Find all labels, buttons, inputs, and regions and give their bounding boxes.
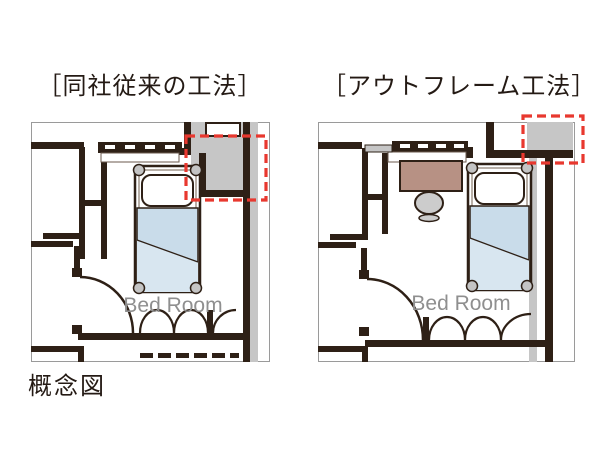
desk-chair xyxy=(414,191,444,223)
room-label: Bed Room xyxy=(123,294,222,317)
floor-plan-outframe: Bed Room xyxy=(318,114,585,362)
walls-group xyxy=(31,122,250,362)
walls-group xyxy=(318,122,573,362)
window-wall xyxy=(392,141,468,152)
pillow xyxy=(141,174,194,207)
closet-folding-doors xyxy=(138,308,237,334)
window-dashes xyxy=(400,144,464,148)
bed-posts xyxy=(465,161,534,293)
bed-posts xyxy=(132,163,203,295)
window-sill xyxy=(100,152,180,163)
outer-wall-strip xyxy=(529,156,537,362)
panel-title-conventional: ［同社従来の工法］ xyxy=(37,73,263,100)
column-highlight-box xyxy=(521,114,585,165)
right-outer-wall xyxy=(243,122,250,362)
concrete-column-outside xyxy=(527,122,573,362)
window-dashes xyxy=(105,145,175,149)
column-highlight-box xyxy=(184,134,268,202)
door-hinge xyxy=(72,325,82,334)
door-hinge xyxy=(359,270,369,279)
room-label: Bed Room xyxy=(411,292,510,315)
diagram-caption: 概念図 xyxy=(28,373,106,400)
window-wall xyxy=(98,142,182,153)
pillow xyxy=(474,172,525,205)
floor-plan-conventional: Bed Room xyxy=(31,122,270,362)
right-outer-wall xyxy=(545,156,553,362)
closet-folding-doors xyxy=(427,312,532,341)
door-hinge xyxy=(359,327,369,336)
panel-title-outframe: ［アウトフレーム工法］ xyxy=(322,73,597,100)
balcony-dashed-line xyxy=(140,353,239,358)
door-arc xyxy=(366,277,425,341)
door-hinge xyxy=(72,268,82,277)
bed xyxy=(465,161,534,293)
sliding-panel xyxy=(364,144,393,153)
door-arc xyxy=(79,275,135,334)
desk xyxy=(399,160,463,192)
outer-wall-strip xyxy=(250,122,258,362)
bed xyxy=(132,163,203,295)
